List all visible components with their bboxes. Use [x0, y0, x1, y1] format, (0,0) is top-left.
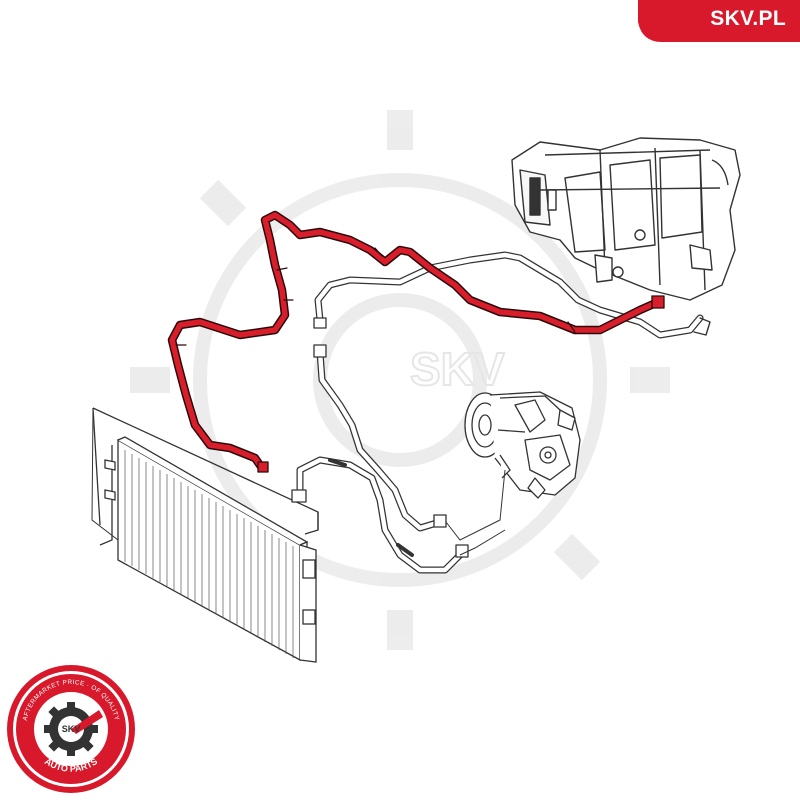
ac-hose-lines	[291, 251, 711, 574]
leader-lines	[91, 407, 506, 556]
gear-wrench-icon	[44, 702, 103, 756]
ac-pressure-hose	[167, 210, 665, 473]
evaporator-housing	[511, 137, 741, 301]
compressor	[464, 391, 581, 499]
brand-site-label[interactable]: SKV.PL	[710, 7, 786, 30]
skv-quality-seal: SKV AFTERMARKET PRICE · OF QUALITY AUTO …	[7, 665, 135, 793]
watermark-text: SKV	[410, 343, 505, 395]
brand-tab	[638, 0, 800, 42]
condenser	[92, 407, 319, 663]
seal-center-text: SKV	[62, 724, 81, 734]
